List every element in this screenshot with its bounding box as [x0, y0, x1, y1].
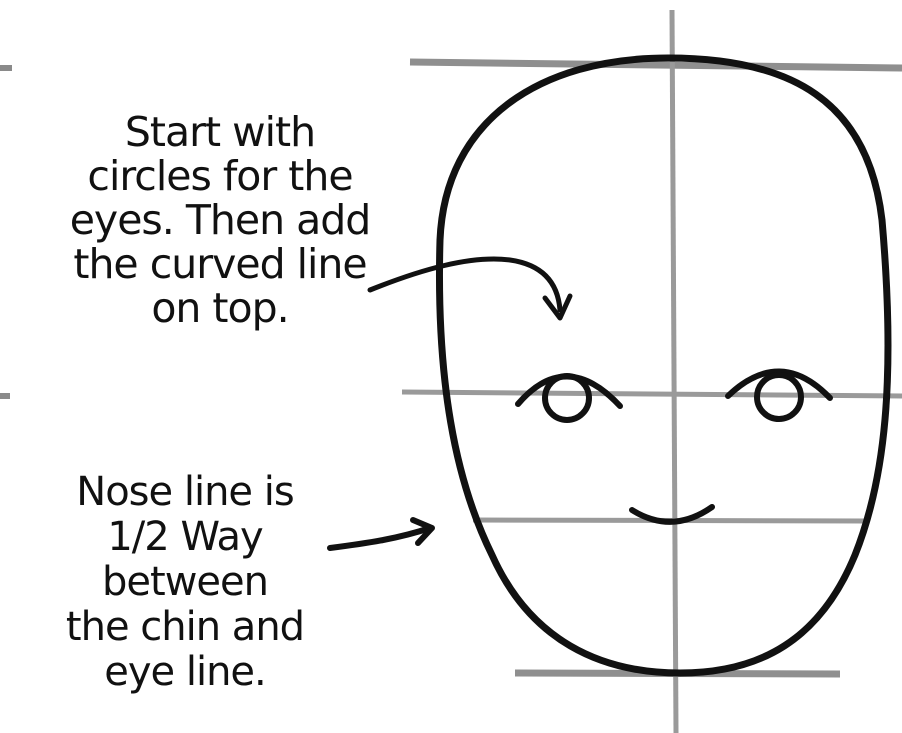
vertical-center-guide: [672, 10, 676, 733]
note-line: Start with: [40, 110, 400, 154]
note-line: Nose line is: [35, 470, 335, 515]
nose-arrow: [330, 528, 430, 548]
note-line: the curved line: [40, 242, 400, 286]
note-line: between: [35, 560, 335, 605]
note-line: eye line.: [35, 650, 335, 695]
note-line: 1/2 Way: [35, 515, 335, 560]
head-outline: [439, 58, 888, 673]
note-line: circles for the: [40, 154, 400, 198]
top-guide-line: [410, 62, 902, 68]
nose-instruction-note: Nose line is 1/2 Way between the chin an…: [35, 470, 335, 695]
left-eye-circle: [545, 376, 589, 420]
eye-instruction-note: Start with circles for the eyes. Then ad…: [40, 110, 400, 330]
note-line: on top.: [40, 286, 400, 330]
note-line: eyes. Then add: [40, 198, 400, 242]
note-line: the chin and: [35, 605, 335, 650]
